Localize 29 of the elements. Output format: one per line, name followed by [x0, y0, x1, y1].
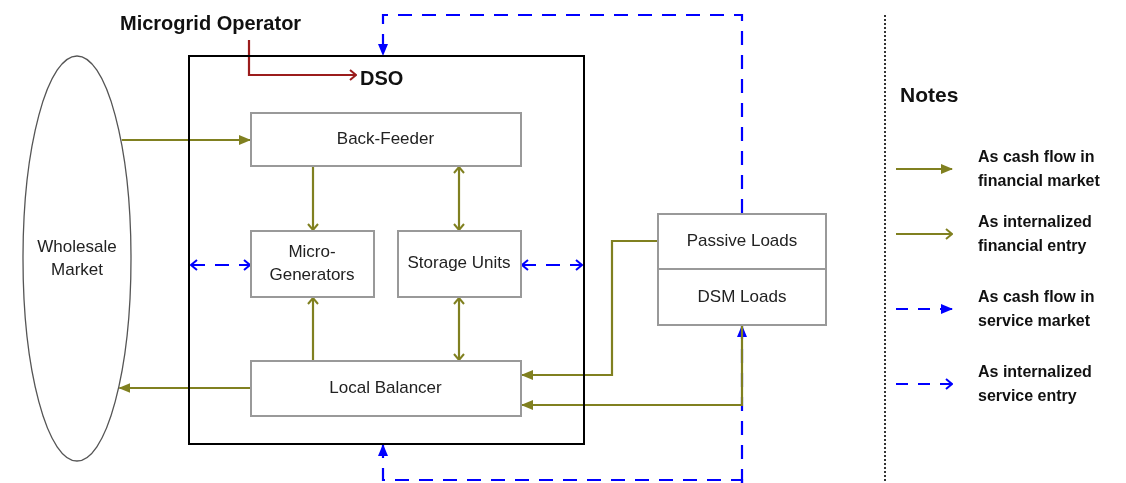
- market-ellipse: [22, 55, 132, 462]
- arrow: [378, 444, 744, 483]
- arrow: [521, 259, 583, 271]
- arrow: [190, 259, 251, 271]
- arrow: [121, 135, 251, 145]
- dso-frame: [188, 55, 585, 445]
- process-box: Storage Units: [396, 229, 522, 298]
- arrow: [247, 40, 357, 81]
- process-box: Passive Loads: [657, 213, 827, 270]
- legend-text: As internalized service entry: [978, 362, 1093, 406]
- arrow: [521, 239, 657, 380]
- arrow: [378, 13, 744, 213]
- arrow: [307, 167, 319, 231]
- process-box: Micro-Generators: [249, 229, 375, 298]
- process-box: Local Balancer: [249, 359, 522, 417]
- arrow: [453, 166, 465, 231]
- arrow: [118, 383, 250, 393]
- process-box: DSM Loads: [657, 268, 827, 326]
- frame-heading: DSO: [360, 66, 404, 91]
- arrow: [521, 326, 744, 410]
- legend-text: As internalized financial entry: [978, 212, 1093, 256]
- operator-label: Microgrid Operator: [120, 12, 350, 40]
- legend-text: As cash flow in service market: [978, 287, 1096, 331]
- arrow: [453, 297, 465, 361]
- notes-heading: Notes: [900, 83, 959, 107]
- arrow: [307, 297, 319, 360]
- process-box: Back-Feeder: [249, 111, 522, 167]
- node-label: Wholesale Market: [36, 235, 118, 281]
- legend-text: As cash flow in financial market: [978, 147, 1101, 191]
